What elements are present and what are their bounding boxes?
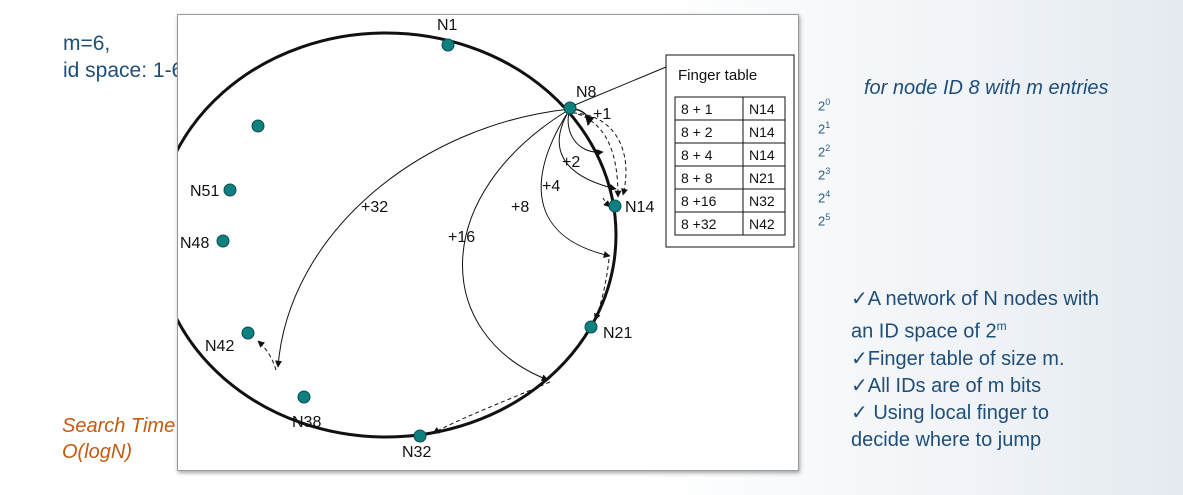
finger-table-callout-line xyxy=(569,66,667,108)
finger-arrow-2 xyxy=(567,108,604,157)
finger-row-1-start: 8 + 2 xyxy=(681,124,713,140)
offset-label-1: +1 xyxy=(593,106,611,123)
offset-label-16: +16 xyxy=(448,229,475,246)
node-n51-marker xyxy=(223,183,237,197)
power-base: 2 xyxy=(818,167,826,183)
node-unlabeled-marker xyxy=(251,119,265,133)
finger-row-5-succ: N42 xyxy=(749,216,775,232)
finger-row-2-start: 8 + 4 xyxy=(681,147,713,163)
offset-label-4: +4 xyxy=(542,178,560,195)
bullet-4-cont: decide where to jump xyxy=(851,428,1042,451)
finger-arrow-4 xyxy=(558,108,617,191)
m-value-text: m=6, xyxy=(63,32,111,55)
bullet-3: ✓All IDs are of m bits xyxy=(851,374,1042,397)
power-label-3: 23 xyxy=(818,166,830,182)
finger-row-3-succ: N21 xyxy=(749,170,775,186)
chord-ring xyxy=(178,31,618,439)
power-label-2: 22 xyxy=(818,143,830,159)
finger-table-grid xyxy=(674,96,786,236)
finger-row-2-succ: N14 xyxy=(749,147,775,163)
bullet-4: ✓ Using local finger to xyxy=(851,401,1049,424)
finger-arrow-8 xyxy=(540,108,611,259)
search-time-label: Search Time xyxy=(62,415,176,437)
bullet-list: ✓A network of N nodes with an ID space o… xyxy=(851,286,1099,454)
node-label-n51: N51 xyxy=(190,183,219,200)
power-label-5: 25 xyxy=(818,212,830,228)
power-exp: 4 xyxy=(825,189,831,199)
node-n21-marker xyxy=(584,320,598,334)
finger-row-0-succ: N14 xyxy=(749,101,775,117)
dashed-hop-5 xyxy=(432,381,551,434)
offset-label-32: +32 xyxy=(361,199,388,216)
finger-row-4-start: 8 +16 xyxy=(681,193,717,209)
finger-row-3-start: 8 + 8 xyxy=(681,170,713,186)
node-n14-marker xyxy=(608,199,622,213)
power-exp: 1 xyxy=(825,120,831,130)
power-label-4: 24 xyxy=(818,189,830,205)
node-label-n38: N38 xyxy=(292,414,321,431)
node-n8-marker xyxy=(563,101,577,115)
power-label-0: 20 xyxy=(818,97,830,113)
bullet-1: ✓A network of N nodes with xyxy=(851,288,1099,310)
node-n38-marker xyxy=(297,390,311,404)
power-exp: 5 xyxy=(825,212,831,222)
search-time-complexity: O(logN) xyxy=(62,441,133,463)
node-group xyxy=(216,38,622,443)
power-base: 2 xyxy=(818,98,826,114)
dashed-hop-4 xyxy=(594,258,610,321)
chord-ring-figure: +1 +2 +4 +8 +16 +32 N1 N8 N14 N21 N32 N3… xyxy=(177,14,799,471)
node-n42-marker xyxy=(241,326,255,340)
finger-row-0-start: 8 + 1 xyxy=(681,101,713,117)
bullet-1-exp: m xyxy=(996,319,1007,333)
node-label-n32: N32 xyxy=(402,444,431,461)
node-label-n14: N14 xyxy=(625,199,654,216)
power-base: 2 xyxy=(818,121,826,137)
power-exp: 3 xyxy=(825,166,831,176)
finger-row-4-succ: N32 xyxy=(749,193,775,209)
node-n1-marker xyxy=(441,38,455,52)
node-n32-marker xyxy=(413,429,427,443)
offset-label-2: +2 xyxy=(562,154,580,171)
node-label-n42: N42 xyxy=(205,338,234,355)
dashed-hop-2 xyxy=(577,113,622,198)
power-base: 2 xyxy=(818,144,826,160)
node-label-n8: N8 xyxy=(576,84,597,101)
offset-label-8: +8 xyxy=(511,199,529,216)
bullet-1-cont: an ID space of 2m xyxy=(851,313,1099,346)
node-label-n1: N1 xyxy=(437,17,458,34)
node-label-n21: N21 xyxy=(603,325,632,342)
dashed-hop-1 xyxy=(572,112,628,196)
finger-row-1-succ: N14 xyxy=(749,124,775,140)
bullet-1-cont-text: an ID space of 2 xyxy=(851,320,997,343)
power-exp: 0 xyxy=(825,97,831,107)
node-n48-marker xyxy=(216,234,230,248)
chord-ring-svg: +1 +2 +4 +8 +16 +32 N1 N8 N14 N21 N32 N3… xyxy=(178,17,795,461)
power-base: 2 xyxy=(818,190,826,206)
dashed-hop-6 xyxy=(257,340,277,371)
search-time-note: Search Time O(logN) xyxy=(62,413,175,465)
finger-table-caption: for node ID 8 with m entries xyxy=(864,77,1109,99)
finger-arrow-16 xyxy=(462,108,571,381)
finger-table-title: Finger table xyxy=(678,67,757,84)
power-base: 2 xyxy=(818,213,826,229)
finger-table-box xyxy=(665,54,795,248)
power-label-1: 21 xyxy=(818,120,830,136)
finger-row-5-start: 8 +32 xyxy=(681,216,717,232)
node-label-n48: N48 xyxy=(180,235,209,252)
bullet-2: ✓Finger table of size m. xyxy=(851,347,1065,370)
finger-arrow-32 xyxy=(274,108,571,368)
power-exp: 2 xyxy=(825,143,831,153)
